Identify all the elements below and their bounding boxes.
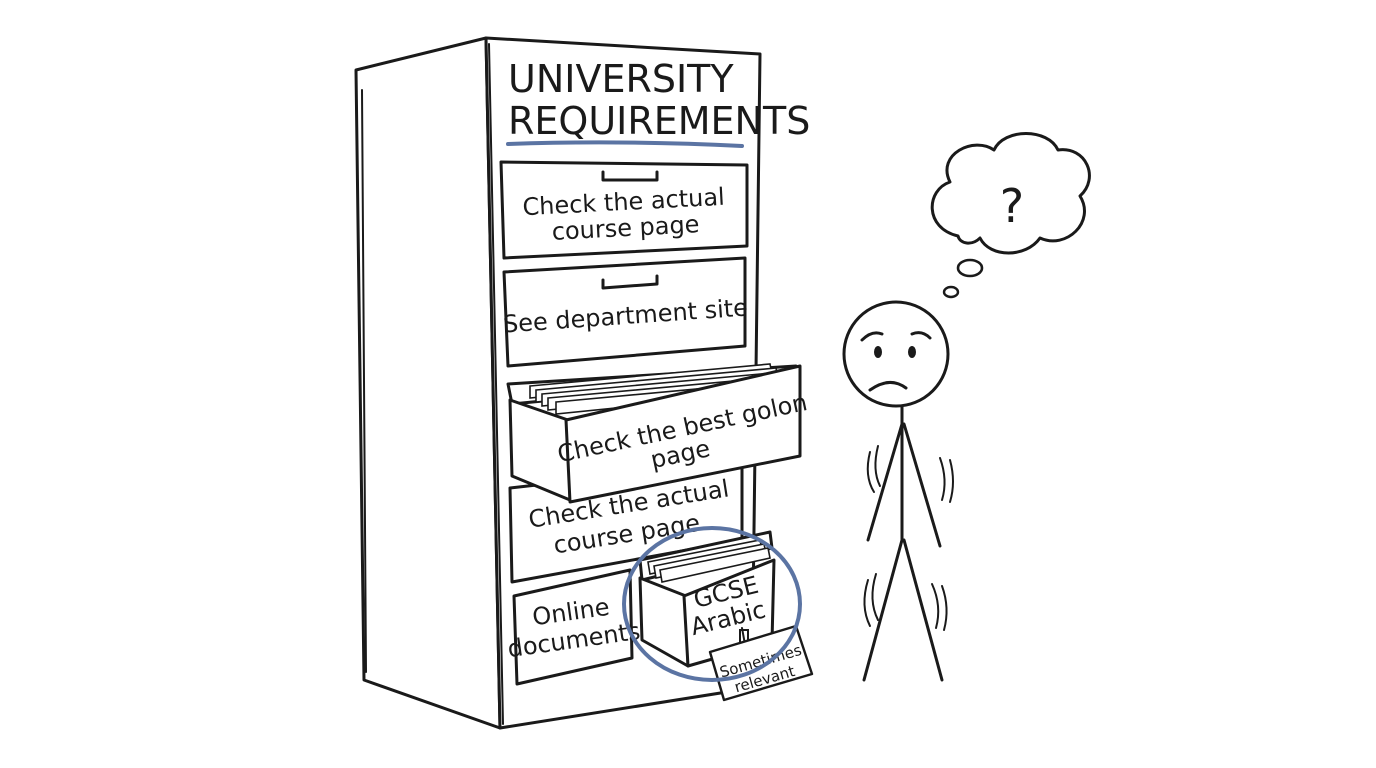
- drawer-3-open[interactable]: Check the best golon page: [506, 363, 810, 504]
- highlight-circle: [622, 526, 802, 682]
- title-underline: [506, 140, 744, 148]
- drawer-2[interactable]: See department site: [502, 256, 749, 368]
- drawer-handle: [601, 170, 659, 182]
- cabinet-title-line2: REQUIREMENTS: [508, 99, 810, 143]
- filing-cabinet: UNIVERSITY REQUIREMENTS Check the actual…: [354, 36, 814, 730]
- stick-figure-icon: [842, 300, 954, 682]
- drawer-1[interactable]: Check the actual course page: [499, 160, 749, 260]
- question-mark: ?: [1000, 179, 1024, 233]
- thought-bubble-icon: ?: [930, 132, 1091, 299]
- figure-head: [842, 300, 950, 408]
- drawer-6-folders: [647, 539, 771, 583]
- cabinet-title-line1: UNIVERSITY: [508, 57, 734, 101]
- cabinet-side-panel: [354, 36, 502, 730]
- drawer-5[interactable]: Online documents: [506, 568, 642, 686]
- drawer-handle: [601, 274, 659, 290]
